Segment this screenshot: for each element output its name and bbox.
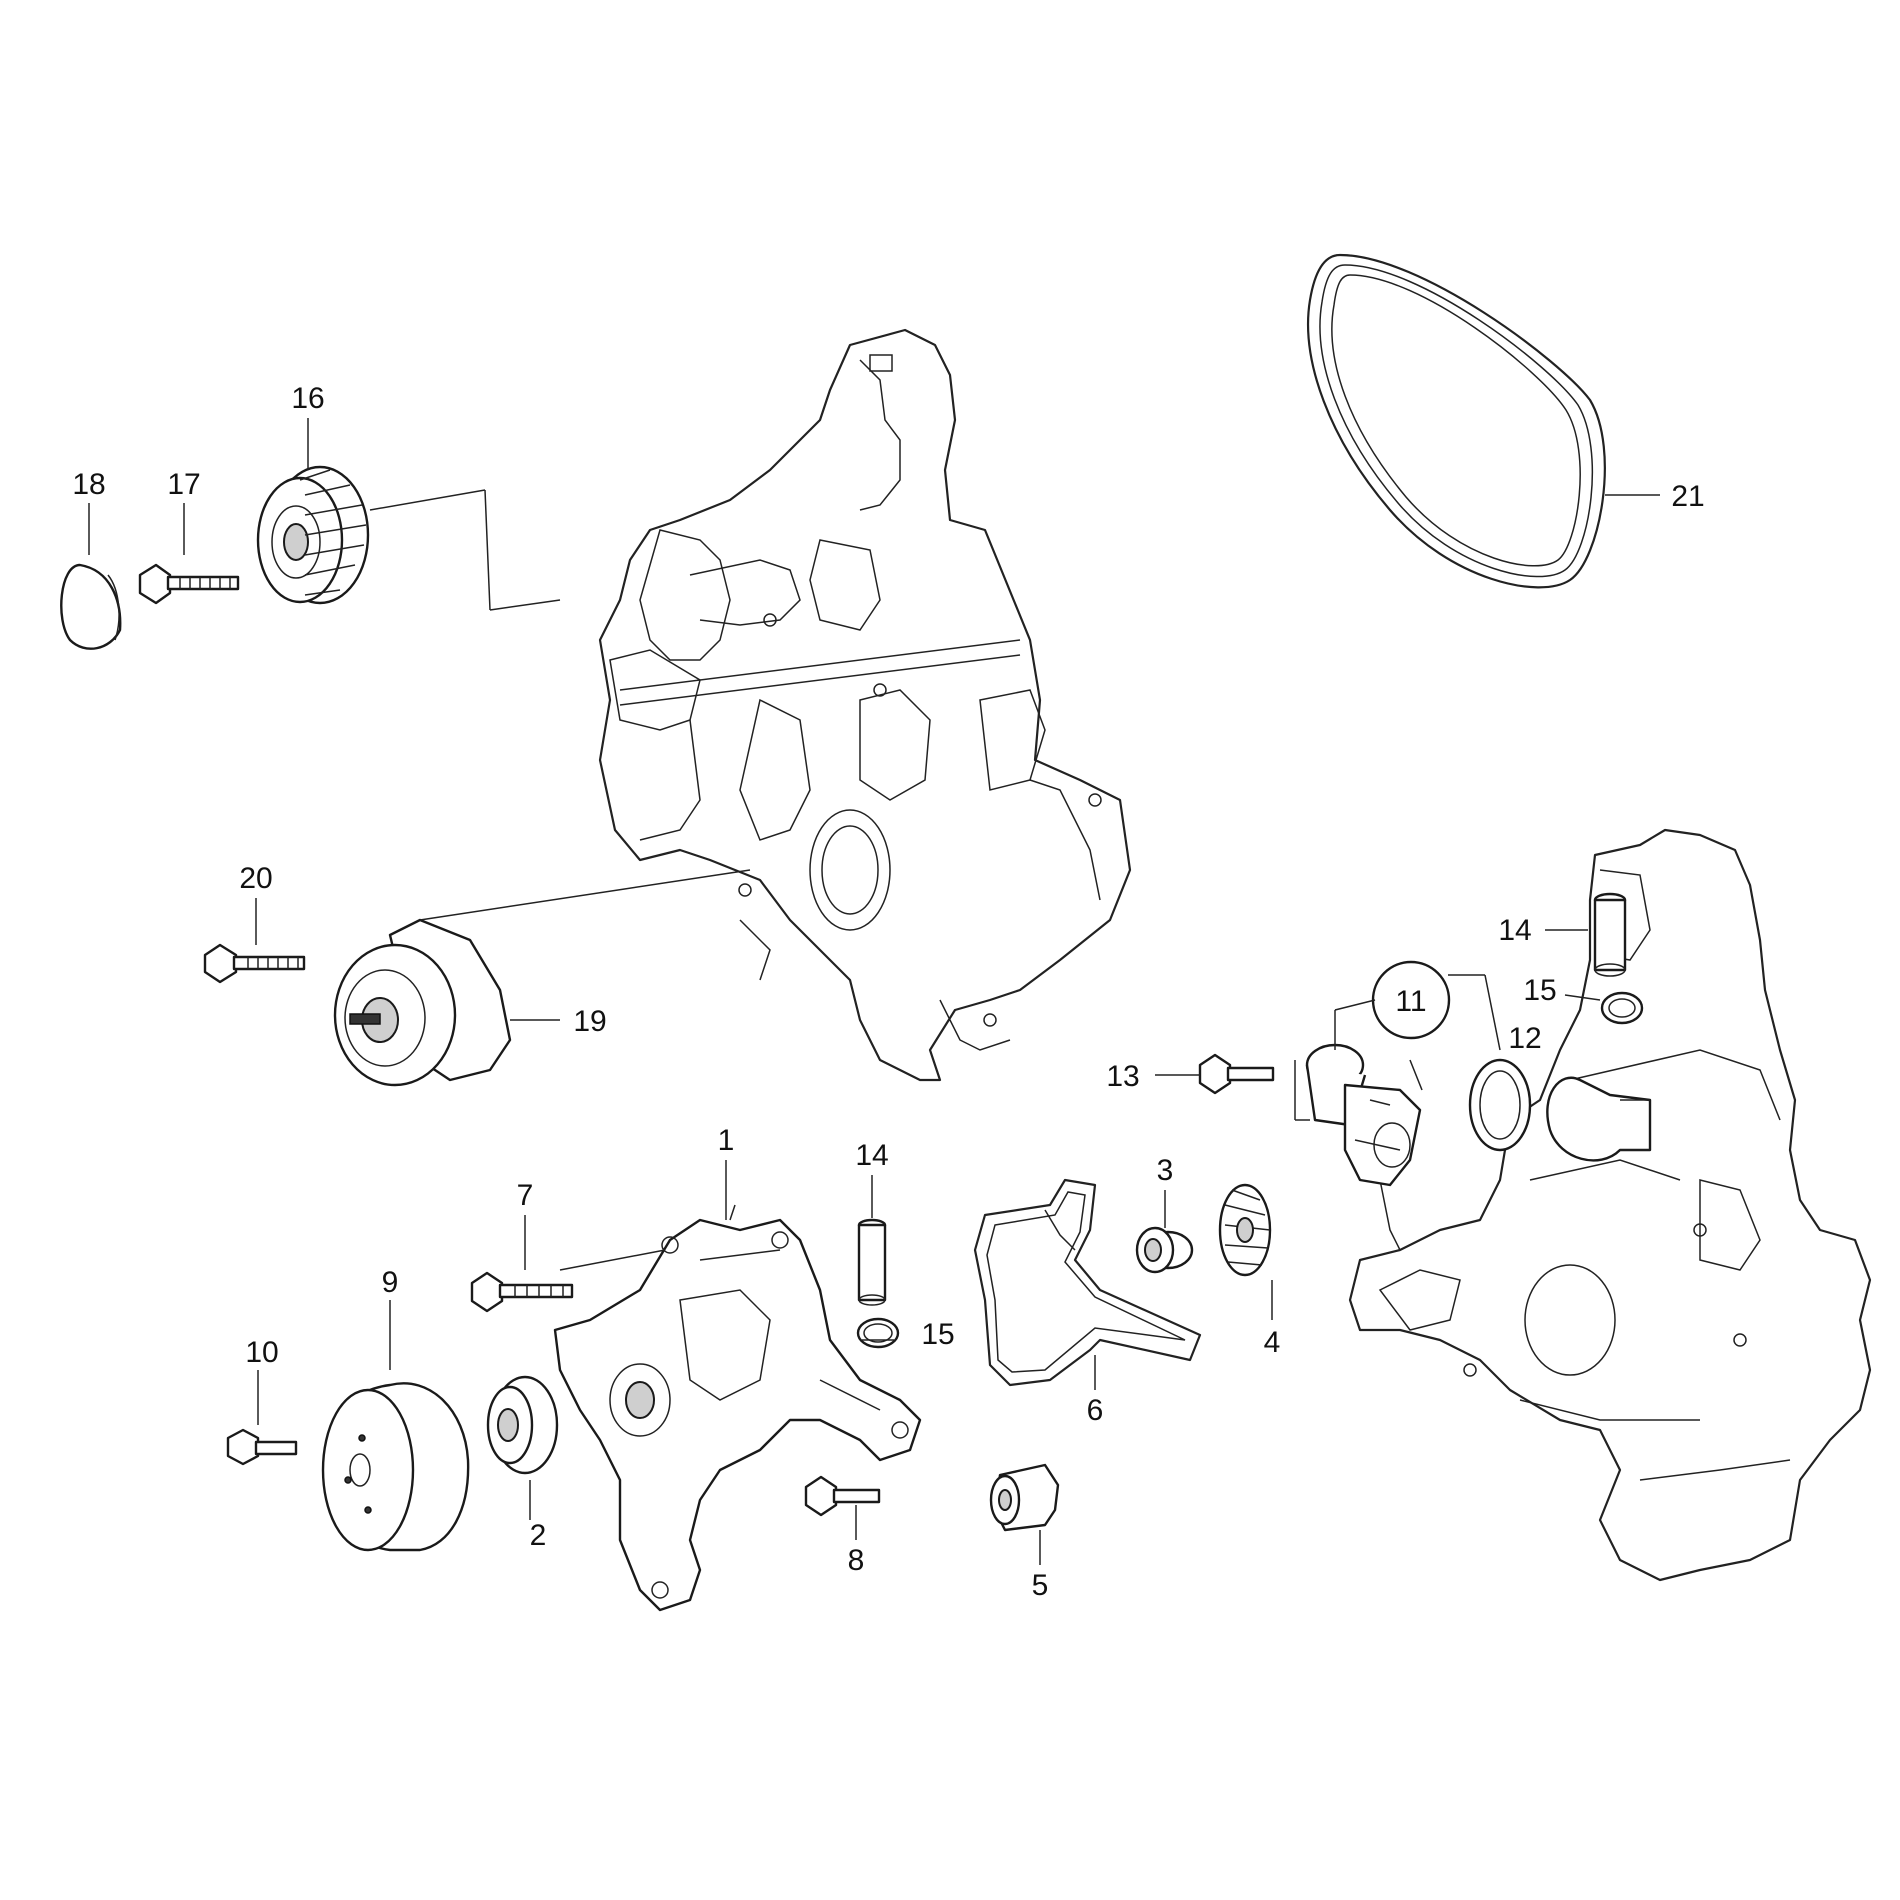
callout-labels: 1 2 3 4 5 6 7 8 9 10 11 12 13 14 14 15 1… (72, 382, 1704, 1602)
callout-4: 4 (1264, 1326, 1281, 1359)
pump-impeller (1218, 1183, 1273, 1320)
thermostat-flange (1546, 1076, 1652, 1162)
pump-hub (486, 1375, 559, 1520)
callout-18: 18 (72, 468, 105, 501)
callout-15-lower: 15 (921, 1318, 954, 1351)
callout-19: 19 (573, 1005, 606, 1038)
callout-17: 17 (167, 468, 200, 501)
callout-12: 12 (1508, 1022, 1541, 1055)
pump-pulley (321, 1300, 470, 1552)
pulley-bolt (226, 1370, 298, 1466)
thermostat-bushing (1135, 1190, 1194, 1274)
callout-8: 8 (848, 1544, 865, 1577)
callout-6: 6 (1087, 1394, 1104, 1427)
idler-pulley (256, 465, 561, 611)
pump-bolt-short (804, 1475, 881, 1540)
thermostat-housing (1294, 960, 1501, 1187)
poly-v-belt (1307, 253, 1660, 589)
callout-14-lower: 14 (855, 1139, 888, 1172)
coolant-sleeve-upper (1545, 892, 1627, 977)
dust-cap (60, 563, 122, 650)
callout-9: 9 (382, 1266, 399, 1299)
sealing-ring (856, 1317, 900, 1349)
sealing-ring-upper (1564, 991, 1644, 1025)
tensioner-bolt (203, 943, 306, 984)
thermostat-o-ring (1468, 1058, 1532, 1152)
callout-16: 16 (291, 382, 324, 415)
callout-10: 10 (245, 1336, 278, 1369)
small-bushing (989, 1463, 1060, 1565)
callout-5: 5 (1032, 1569, 1049, 1602)
callout-2: 2 (530, 1519, 547, 1552)
callout-1: 1 (718, 1124, 735, 1157)
belt-tensioner (333, 869, 751, 1087)
engine-block-upper (598, 328, 1132, 1082)
leader-lines (88, 418, 727, 1220)
callout-14-upper: 14 (1498, 914, 1531, 947)
pump-gasket (973, 1178, 1202, 1390)
callout-20: 20 (239, 862, 272, 895)
callout-21: 21 (1671, 480, 1704, 513)
thermostat-bolt (1155, 1053, 1275, 1095)
idler-bolt (138, 563, 240, 605)
callout-11: 11 (1395, 985, 1426, 1018)
callout-15-upper: 15 (1523, 974, 1556, 1007)
pump-bolt-long (470, 1215, 574, 1313)
water-pump-housing (553, 1204, 922, 1612)
callout-13: 13 (1106, 1060, 1139, 1093)
coolant-sleeve (857, 1175, 887, 1306)
callout-7: 7 (517, 1179, 534, 1212)
callout-3: 3 (1157, 1154, 1174, 1187)
